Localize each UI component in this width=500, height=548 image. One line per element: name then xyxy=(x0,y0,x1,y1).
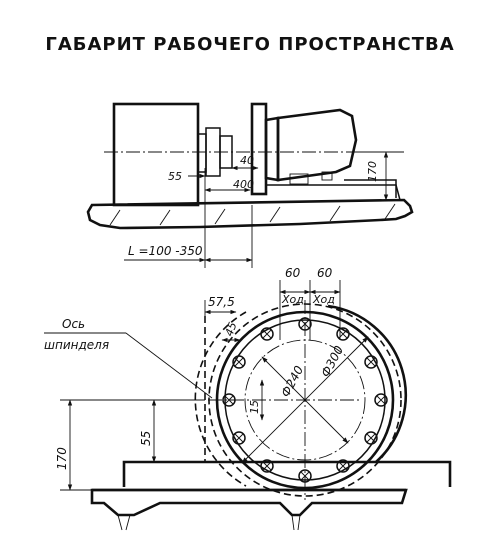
fixture-base-line xyxy=(266,184,401,201)
dia-300-label: Ф300 xyxy=(318,343,346,379)
dim-15-label: 15 xyxy=(248,400,261,414)
fixture-bolt xyxy=(289,173,309,185)
bed-leg-right xyxy=(291,514,301,531)
spindle-head-dashed-arc xyxy=(194,311,247,487)
fixture-nut xyxy=(321,171,333,181)
side-view: 40 55 400 170 L =100 -350 xyxy=(86,102,414,268)
dim-170-side-label: 170 xyxy=(366,161,379,182)
fixture-step-line xyxy=(344,179,397,198)
spindle-head-housing xyxy=(112,102,200,207)
dim-170-front-label: 170 xyxy=(55,447,69,470)
dim-55-front-label: 55 xyxy=(139,431,153,446)
front-view: Ф300 Ф240 15 60 60 Xод Xод 57,5 45 Ось ш… xyxy=(44,266,452,531)
xod-left-label: Xод xyxy=(281,293,304,306)
bed-top xyxy=(122,460,452,487)
dim-60-right-label: 60 xyxy=(317,266,333,280)
axis-label-line2: шпинделя xyxy=(44,338,109,352)
table-shoulder-arc xyxy=(327,304,407,463)
fixture-plate xyxy=(250,102,268,196)
dim-45-label: 45 xyxy=(223,320,240,338)
bed-lower xyxy=(90,488,408,517)
dim-55-label: 55 xyxy=(168,170,182,183)
dia-240-label: Ф240 xyxy=(278,363,306,399)
fixture-plate-back xyxy=(264,116,280,182)
drawing-title: ГАБАРИТ РАБОЧЕГО ПРОСТРАНСТВА xyxy=(45,34,455,55)
fixture-body xyxy=(276,108,358,182)
axis-label-line1: Ось xyxy=(62,317,85,331)
dim-400-label: 400 xyxy=(233,178,254,191)
side-base-slab xyxy=(86,198,414,230)
bed-leg-left xyxy=(117,514,131,531)
dim-60-left-label: 60 xyxy=(285,266,301,280)
axis-label-leader xyxy=(125,332,213,399)
dim-40-label: 40 xyxy=(240,154,254,167)
dim-L-label: L =100 -350 xyxy=(128,244,203,258)
dim-57-5-label: 57,5 xyxy=(208,295,235,309)
side-base-hatching xyxy=(109,203,396,226)
xod-right-label: Xод xyxy=(312,293,335,306)
